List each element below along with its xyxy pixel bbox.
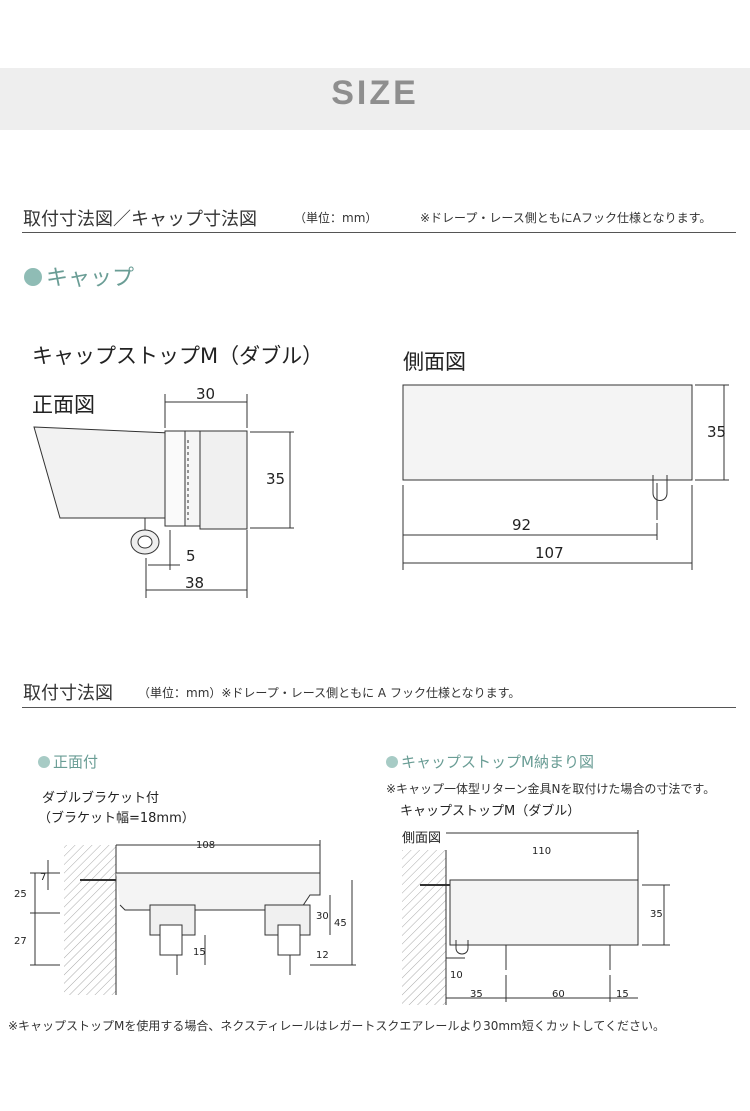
cap-front-dim-total: 38 — [185, 574, 204, 592]
cap-front-dim-hook: 5 — [186, 547, 196, 565]
section2-rule — [22, 707, 736, 708]
cap-front-dim-width: 30 — [196, 385, 215, 403]
capstop-fit-dim-width: 110 — [532, 846, 551, 857]
front-mount-dim-width: 108 — [196, 840, 215, 851]
section1-rule — [22, 232, 736, 233]
capstop-fit-note: ※キャップ一体型リターン金具Nを取付けた場合の寸法です。 — [386, 782, 716, 796]
wall — [64, 845, 116, 995]
front-mount-heading: 正面付 — [38, 751, 98, 772]
cap-side-diagram: 35 92 107 — [402, 384, 729, 570]
front-mount-dim-right-total: 45 — [334, 918, 347, 929]
front-mount-dim-right-inner: 30 — [316, 911, 329, 922]
teal-bullet-icon — [38, 755, 50, 768]
capstop-fit-dim-height: 35 — [650, 909, 663, 920]
wall — [402, 850, 446, 1005]
teal-bullet-icon — [386, 755, 398, 768]
front-mount-diagram: 108 7 25 27 30 45 12 15 — [14, 840, 356, 995]
cap-side-dim-hook: 92 — [512, 516, 531, 534]
section2-title: 取付寸法図 — [23, 683, 113, 704]
front-mount-dim-hook-drop: 15 — [193, 947, 206, 958]
cap-front-diagram: 30 35 5 38 — [33, 385, 294, 598]
cap-front-dim-height: 35 — [266, 470, 285, 488]
size-banner: SIZE — [0, 68, 750, 130]
section1-unit: （単位：mm） — [294, 211, 378, 225]
front-mount-dim-bottom: 12 — [316, 950, 329, 961]
capstop-fit-dim-seg3: 15 — [616, 989, 629, 1000]
section1-note: ※ドレープ・レース側ともにAフック仕様となります。 — [420, 211, 712, 225]
front-mount-desc2: （ブラケット幅=18mm） — [38, 811, 195, 826]
cap-heading-label: キャップ — [46, 266, 135, 291]
cap-side-dim-height: 35 — [707, 423, 726, 441]
cap-product-name: キャップストップM（ダブル） — [32, 344, 324, 368]
cap-front-label: 正面図 — [32, 393, 95, 417]
footer-note: ※キャップストップMを使用する場合、ネクスティレールはレガートスクエアレールより… — [8, 1019, 666, 1033]
cap-side-dim-length: 107 — [535, 544, 564, 562]
capstop-fit-dim-seg2: 60 — [552, 989, 565, 1000]
front-mount-dim-screw: 7 — [40, 872, 46, 883]
capstop-fit-heading-label: キャップストップM納まり図 — [401, 753, 594, 771]
front-mount-heading-label: 正面付 — [53, 753, 99, 771]
capstop-fit-product: キャップストップM（ダブル） — [400, 804, 581, 819]
section2-subtitle: （単位：mm）※ドレープ・レース側ともに A フック仕様となります。 — [138, 686, 521, 700]
front-mount-dim-lower: 27 — [14, 936, 27, 947]
capstop-fit-side-label: 側面図 — [402, 831, 442, 846]
cap-side-label: 側面図 — [403, 350, 466, 374]
cap-heading: キャップ — [24, 260, 134, 292]
section1-title: 取付寸法図／キャップ寸法図 — [23, 209, 257, 230]
banner-title: SIZE — [331, 74, 419, 112]
capstop-fit-dim-seg1: 35 — [470, 989, 483, 1000]
front-mount-dim-upper: 25 — [14, 889, 27, 900]
capstop-fit-dim-bottom: 10 — [450, 970, 463, 981]
capstop-fit-heading: キャップストップM納まり図 — [386, 751, 594, 772]
front-mount-desc1: ダブルブラケット付 — [42, 791, 160, 806]
capstop-fit-diagram: 110 35 10 35 60 15 — [402, 830, 670, 1005]
teal-bullet-icon — [24, 268, 42, 286]
